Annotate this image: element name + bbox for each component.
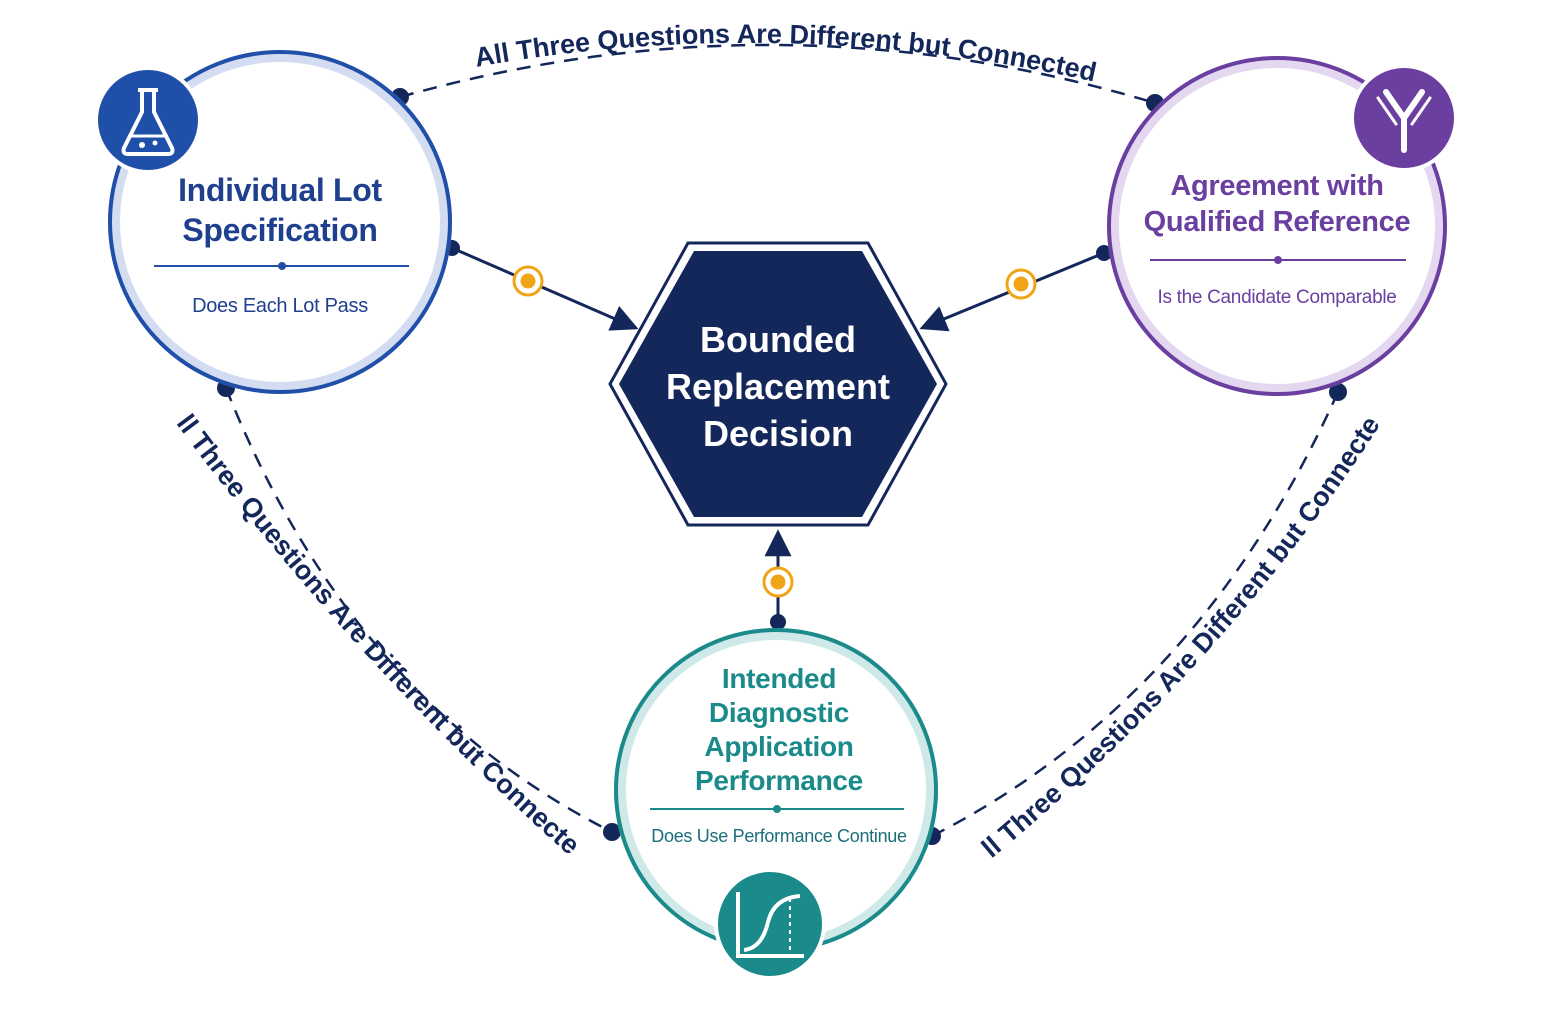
connector-endpoint [1329, 383, 1347, 401]
connector-label-top: All Three Questions Are Different but Co… [472, 19, 1099, 88]
node-left-question: Does Each Lot Pass [192, 295, 368, 317]
node-right-title-line: Qualified Reference [1143, 206, 1411, 238]
curve-chart-icon [714, 868, 826, 980]
accent-dot [512, 265, 544, 297]
node-bottom-title-line: Performance [695, 765, 863, 796]
node-left-title: Individual Lot Specification [130, 170, 430, 250]
connector-top [399, 43, 1156, 105]
node-bottom-divider [650, 805, 904, 813]
accent-dot [1005, 268, 1037, 300]
node-right-question: Is the Candidate Comparable [1157, 287, 1397, 308]
node-right-divider [1150, 256, 1406, 264]
node-right-title: Agreement with Qualified Reference [1117, 168, 1437, 240]
center-title: Bounded Replacement Decision [630, 316, 926, 457]
arrow-origin-dot [770, 614, 786, 630]
arrow-origin-dot [1096, 245, 1112, 261]
node-bottom-title-line: Intended [721, 663, 837, 694]
node-bottom-question: Does Use Performance Continue [651, 826, 907, 846]
accent-dot [762, 566, 794, 598]
node-bottom-title-line: Application [704, 731, 854, 762]
flask-icon [94, 66, 202, 174]
node-bottom-title: Intended Diagnostic Application Performa… [626, 662, 932, 798]
center-title-line: Replacement [665, 366, 891, 407]
connector-left [224, 387, 613, 834]
arrow-left-to-center [451, 246, 639, 331]
connector-right [931, 391, 1340, 838]
node-bottom-title-line: Diagnostic [708, 697, 850, 728]
center-hexagon [608, 241, 948, 527]
center-title-line: Decision [702, 413, 854, 454]
antibody-icon [1350, 64, 1458, 172]
node-right-title-line: Agreement with [1170, 170, 1384, 202]
connector-endpoint [603, 823, 621, 841]
node-left-title-line: Specification [182, 212, 378, 248]
node-left-divider [154, 262, 409, 270]
center-title-line: Bounded [700, 319, 856, 360]
node-left-title-line: Individual Lot [178, 172, 382, 208]
